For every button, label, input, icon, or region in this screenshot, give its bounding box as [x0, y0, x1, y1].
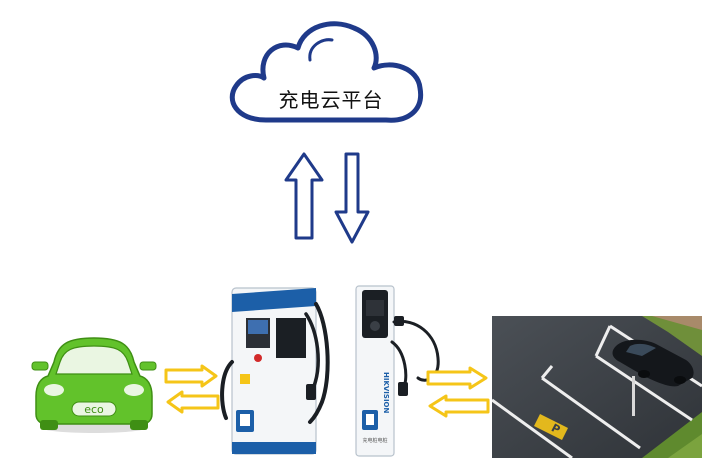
cloud-platform-label: 充电云平台 — [278, 88, 384, 112]
ac-charger-brand: HIKVISION — [382, 372, 390, 414]
right-arrow-icon — [164, 364, 218, 388]
cloud-outline — [229, 21, 424, 123]
vertical-arrows — [284, 152, 370, 244]
right-arrow-icon-2 — [426, 366, 488, 390]
cloud-shape — [229, 21, 424, 123]
left-arrow-icon-2 — [428, 394, 490, 418]
electric-car-icon: eco — [31, 337, 157, 433]
dc-charger-icon — [220, 287, 330, 455]
left-arrow-icon — [166, 390, 220, 414]
ac-charger-footer: 充电桩电桩 — [362, 437, 387, 444]
up-arrow-icon — [284, 152, 324, 240]
ac-charger-icon: HIKVISION 充电桩电桩 — [355, 285, 440, 457]
car-charger-arrows — [164, 364, 220, 414]
eco-badge: eco — [84, 403, 104, 416]
down-arrow-icon — [334, 152, 370, 244]
charger-parking-arrows — [426, 366, 490, 418]
parking-lot-photo: P — [492, 316, 702, 458]
cloud-inner-curve — [308, 38, 334, 62]
